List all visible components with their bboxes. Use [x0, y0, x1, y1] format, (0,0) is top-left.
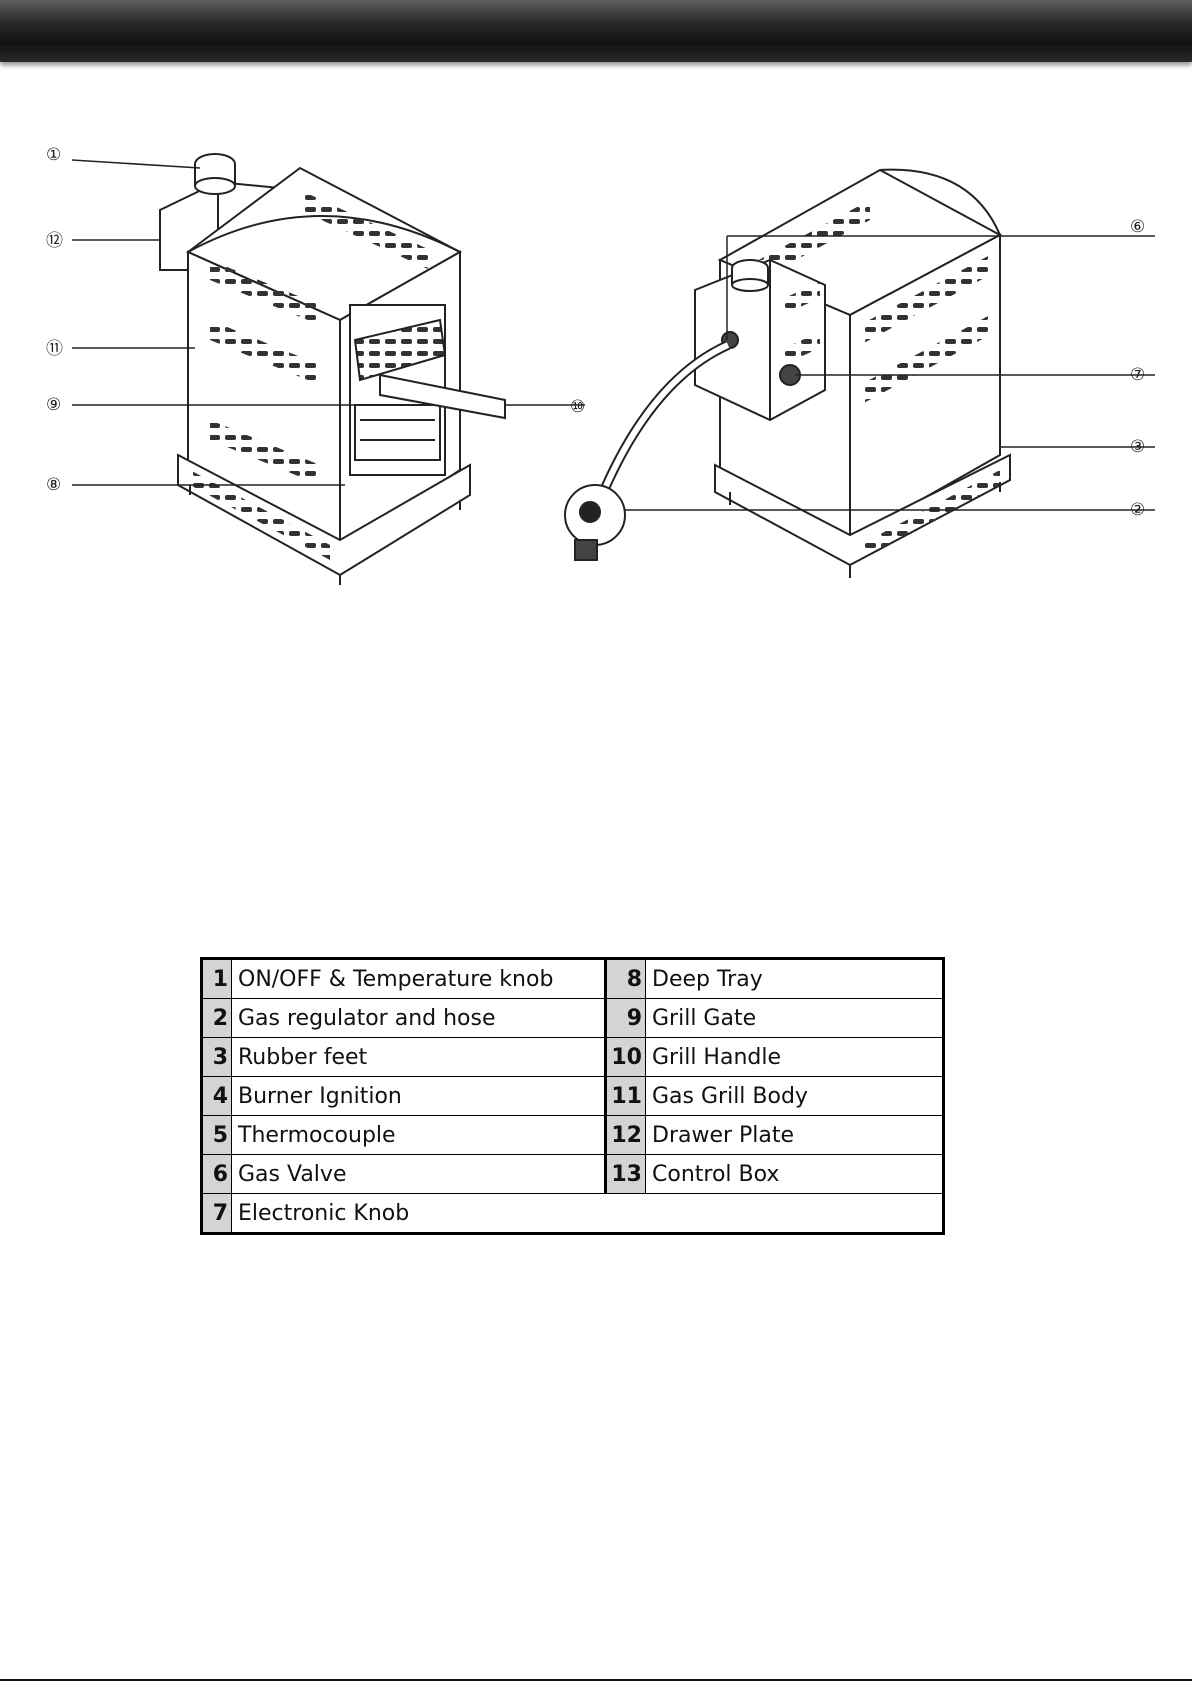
part-number: 11	[606, 1077, 646, 1116]
table-row: 3 Rubber feet 10 Grill Handle	[202, 1038, 944, 1077]
part-number: 4	[202, 1077, 232, 1116]
part-name: Gas Valve	[232, 1155, 606, 1194]
callout-12: ⑫	[46, 231, 63, 251]
callout-3: ③	[1130, 437, 1145, 457]
part-number: 3	[202, 1038, 232, 1077]
table-row: 5 Thermocouple 12 Drawer Plate	[202, 1116, 944, 1155]
part-number: 9	[606, 999, 646, 1038]
grill-rear-view	[565, 170, 1010, 578]
part-name: Electronic Knob	[232, 1194, 944, 1234]
callout-10: ⑩	[570, 397, 585, 417]
part-name: Gas regulator and hose	[232, 999, 606, 1038]
table-row: 6 Gas Valve 13 Control Box	[202, 1155, 944, 1194]
bottom-rule	[0, 1679, 1192, 1681]
part-number: 13	[606, 1155, 646, 1194]
callout-2: ②	[1130, 500, 1145, 520]
part-number: 12	[606, 1116, 646, 1155]
callout-7: ⑦	[1130, 365, 1145, 385]
part-number: 7	[202, 1194, 232, 1234]
table-row: 2 Gas regulator and hose 9 Grill Gate	[202, 999, 944, 1038]
callout-11: ⑪	[46, 339, 63, 359]
part-name: Grill Handle	[646, 1038, 944, 1077]
part-name: Control Box	[646, 1155, 944, 1194]
part-number: 2	[202, 999, 232, 1038]
part-name: ON/OFF & Temperature knob	[232, 959, 606, 999]
callout-9: ⑨	[46, 395, 61, 415]
part-name: Burner Ignition	[232, 1077, 606, 1116]
part-number: 8	[606, 959, 646, 999]
part-number: 6	[202, 1155, 232, 1194]
part-name: Deep Tray	[646, 959, 944, 999]
part-name: Thermocouple	[232, 1116, 606, 1155]
table-row: 1 ON/OFF & Temperature knob 8 Deep Tray	[202, 959, 944, 999]
part-name: Gas Grill Body	[646, 1077, 944, 1116]
grill-diagram: ① ⑫ ⑪ ⑨ ⑧ ⑩ ⑥ ⑦ ③ ②	[0, 120, 1192, 640]
part-number: 1	[202, 959, 232, 999]
part-name: Drawer Plate	[646, 1116, 944, 1155]
part-number: 5	[202, 1116, 232, 1155]
table-row: 4 Burner Ignition 11 Gas Grill Body	[202, 1077, 944, 1116]
header-bar	[0, 0, 1192, 62]
callout-8: ⑧	[46, 475, 61, 495]
grill-front-view	[160, 154, 505, 585]
callout-1: ①	[46, 145, 61, 165]
parts-table: 1 ON/OFF & Temperature knob 8 Deep Tray …	[200, 957, 945, 1235]
part-name: Rubber feet	[232, 1038, 606, 1077]
table-row: 7 Electronic Knob	[202, 1194, 944, 1234]
part-number: 10	[606, 1038, 646, 1077]
callout-6: ⑥	[1130, 217, 1145, 237]
part-name: Grill Gate	[646, 999, 944, 1038]
